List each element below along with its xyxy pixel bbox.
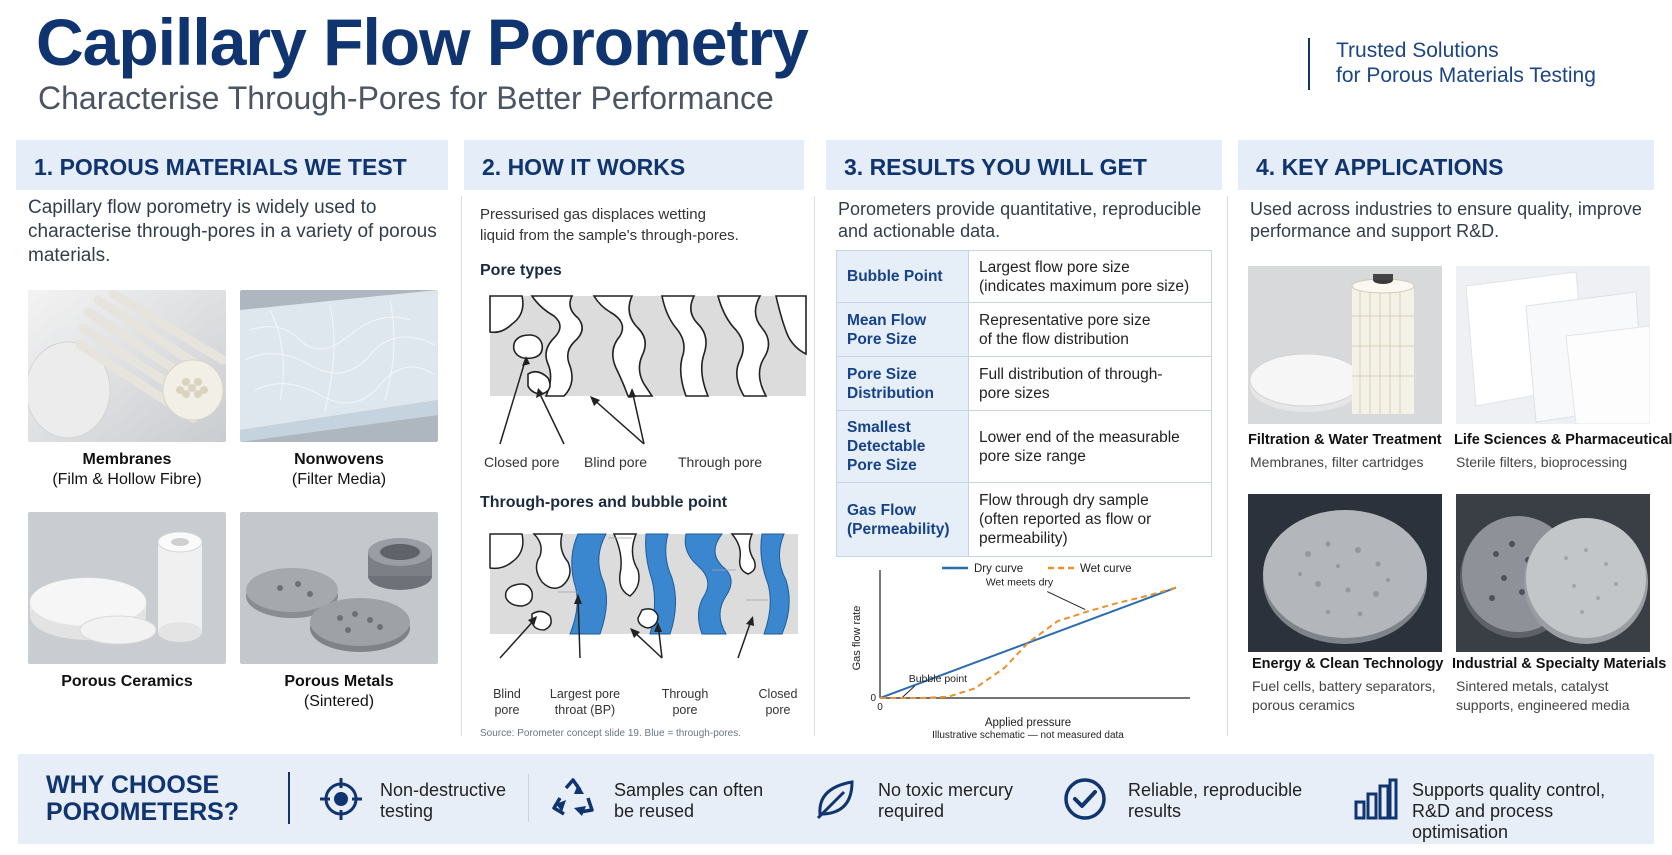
annotation-bubble-point-arrow (902, 685, 916, 698)
diagram-source-note: Source: Porometer concept slide 19. Blue… (480, 728, 741, 739)
page-title: Capillary Flow Porometry (36, 5, 809, 79)
app-desc-industrial: Sintered metals, catalyst supports, engi… (1456, 678, 1630, 713)
filtration-image (1248, 266, 1442, 424)
bubble-point-diagram (489, 533, 798, 659)
sterile-filter-sheets-illustration (1456, 266, 1650, 424)
x-axis-label: Applied pressure (985, 717, 1071, 729)
why-divider (288, 772, 290, 824)
y-tick-label: 0 (870, 693, 876, 704)
industrial-image (1456, 494, 1650, 652)
check-circle-icon (1064, 778, 1106, 820)
results-section: 3. RESULTS YOU WILL GET (826, 140, 1222, 738)
chart-footnote: Illustrative schematic — not measured da… (932, 730, 1124, 741)
feature-quality-control: Supports quality control,R&D and process… (1412, 780, 1606, 842)
ceramic-disc-illustration (1248, 494, 1442, 652)
ceramics-image (28, 512, 226, 664)
y-axis-label: Gas flow rate (851, 606, 863, 671)
bubble-heading: Through-pores and bubble point (480, 494, 728, 511)
sintered-metal-discs-illustration (1456, 494, 1650, 652)
energy-image (1248, 494, 1442, 652)
materials-heading: 1. POROUS MATERIALS WE TEST (16, 140, 448, 190)
why-heading: WHY CHOOSE POROMETERS? (46, 771, 240, 826)
tagline-line-1: Trusted Solutions (1336, 39, 1499, 62)
bar-chart-icon (1354, 778, 1398, 820)
how-heading: 2. HOW IT WORKS (464, 140, 804, 190)
series-dry-curve (879, 586, 1177, 699)
pore-label-closed: Closed pore (484, 454, 560, 470)
column-divider (461, 196, 462, 736)
results-intro: Porometers provide quantitative, reprodu… (838, 199, 1202, 241)
membranes-image (28, 290, 226, 442)
nonwovens-image (240, 290, 438, 442)
table-row: Gas Flow(Permeability) Flow through dry … (836, 482, 1212, 557)
ceramics-illustration (28, 512, 226, 664)
tagline: Trusted Solutions for Porous Materials T… (1308, 38, 1596, 90)
nonwovens-caption: Nonwovens (Filter Media) (291, 451, 387, 488)
membranes-caption: Membranes (Film & Hollow Fibre) (52, 451, 202, 488)
leaf-icon (816, 780, 854, 820)
applications-intro: Used across industries to ensure quality… (1250, 199, 1642, 241)
metals-image (240, 512, 438, 664)
how-intro: Pressurised gas displaces wetting liquid… (480, 206, 739, 244)
legend-label-wet: Wet curve (1080, 563, 1132, 575)
column-divider (814, 196, 815, 736)
app-title-filtration: Filtration & Water Treatment (1248, 432, 1442, 448)
legend-label-dry: Dry curve (974, 563, 1023, 575)
recycle-icon (552, 778, 594, 816)
results-table: Bubble Point Largest flow pore size(indi… (836, 250, 1212, 557)
nonwovens-illustration (240, 290, 438, 442)
materials-section: 1. POROUS MATERIALS WE TEST (16, 140, 448, 738)
ceramics-caption: Porous Ceramics (61, 673, 193, 690)
membranes-illustration (28, 290, 226, 442)
pore-label-through: Through pore (678, 454, 763, 470)
tagline-line-2: for Porous Materials Testing (1336, 64, 1596, 87)
metals-illustration (240, 512, 438, 664)
life-sciences-image (1456, 266, 1650, 424)
app-desc-filtration: Membranes, filter cartridges (1250, 454, 1424, 470)
annotation-wet-meets-dry: Wet meets dry (986, 577, 1054, 589)
applications-section: 4. KEY APPLICATIONS (1238, 140, 1654, 738)
pore-types-diagram (489, 295, 807, 445)
materials-intro: Capillary flow porometry is widely used … (28, 197, 437, 266)
column-divider (1227, 196, 1228, 736)
annotation-bubble-point: Bubble point (909, 673, 967, 685)
app-title-industrial: Industrial & Specialty Materials (1452, 656, 1667, 672)
filter-cartridge-illustration (1248, 266, 1442, 424)
app-desc-life-sciences: Sterile filters, bioprocessing (1456, 454, 1628, 470)
flow-curve-chart: Dry curve Wet curve 0 0 Wet meets dry Bu… (851, 563, 1190, 741)
series-wet-curve (880, 586, 1177, 699)
page-subtitle: Characterise Through-Pores for Better Pe… (38, 80, 774, 116)
chart-legend: Dry curve Wet curve (942, 563, 1132, 575)
app-desc-energy: Fuel cells, battery separators, porous c… (1252, 678, 1436, 713)
results-heading: 3. RESULTS YOU WILL GET (826, 140, 1222, 190)
app-title-life-sciences: Life Sciences & Pharmaceutical (1454, 432, 1672, 448)
applications-heading: 4. KEY APPLICATIONS (1238, 140, 1654, 190)
target-icon (320, 778, 362, 820)
how-section: 2. HOW IT WORKS (464, 140, 804, 738)
pore-label-blind: Blind pore (584, 454, 648, 470)
table-row: Bubble Point Largest flow pore size(indi… (836, 250, 1212, 303)
feature-divider (528, 774, 529, 822)
app-title-energy: Energy & Clean Technology (1252, 656, 1444, 672)
annotation-wet-meets-dry-arrow (1046, 591, 1086, 611)
pore-types-heading: Pore types (480, 262, 562, 279)
x-tick-label: 0 (877, 702, 883, 713)
metals-caption: Porous Metals (Sintered) (284, 673, 394, 710)
